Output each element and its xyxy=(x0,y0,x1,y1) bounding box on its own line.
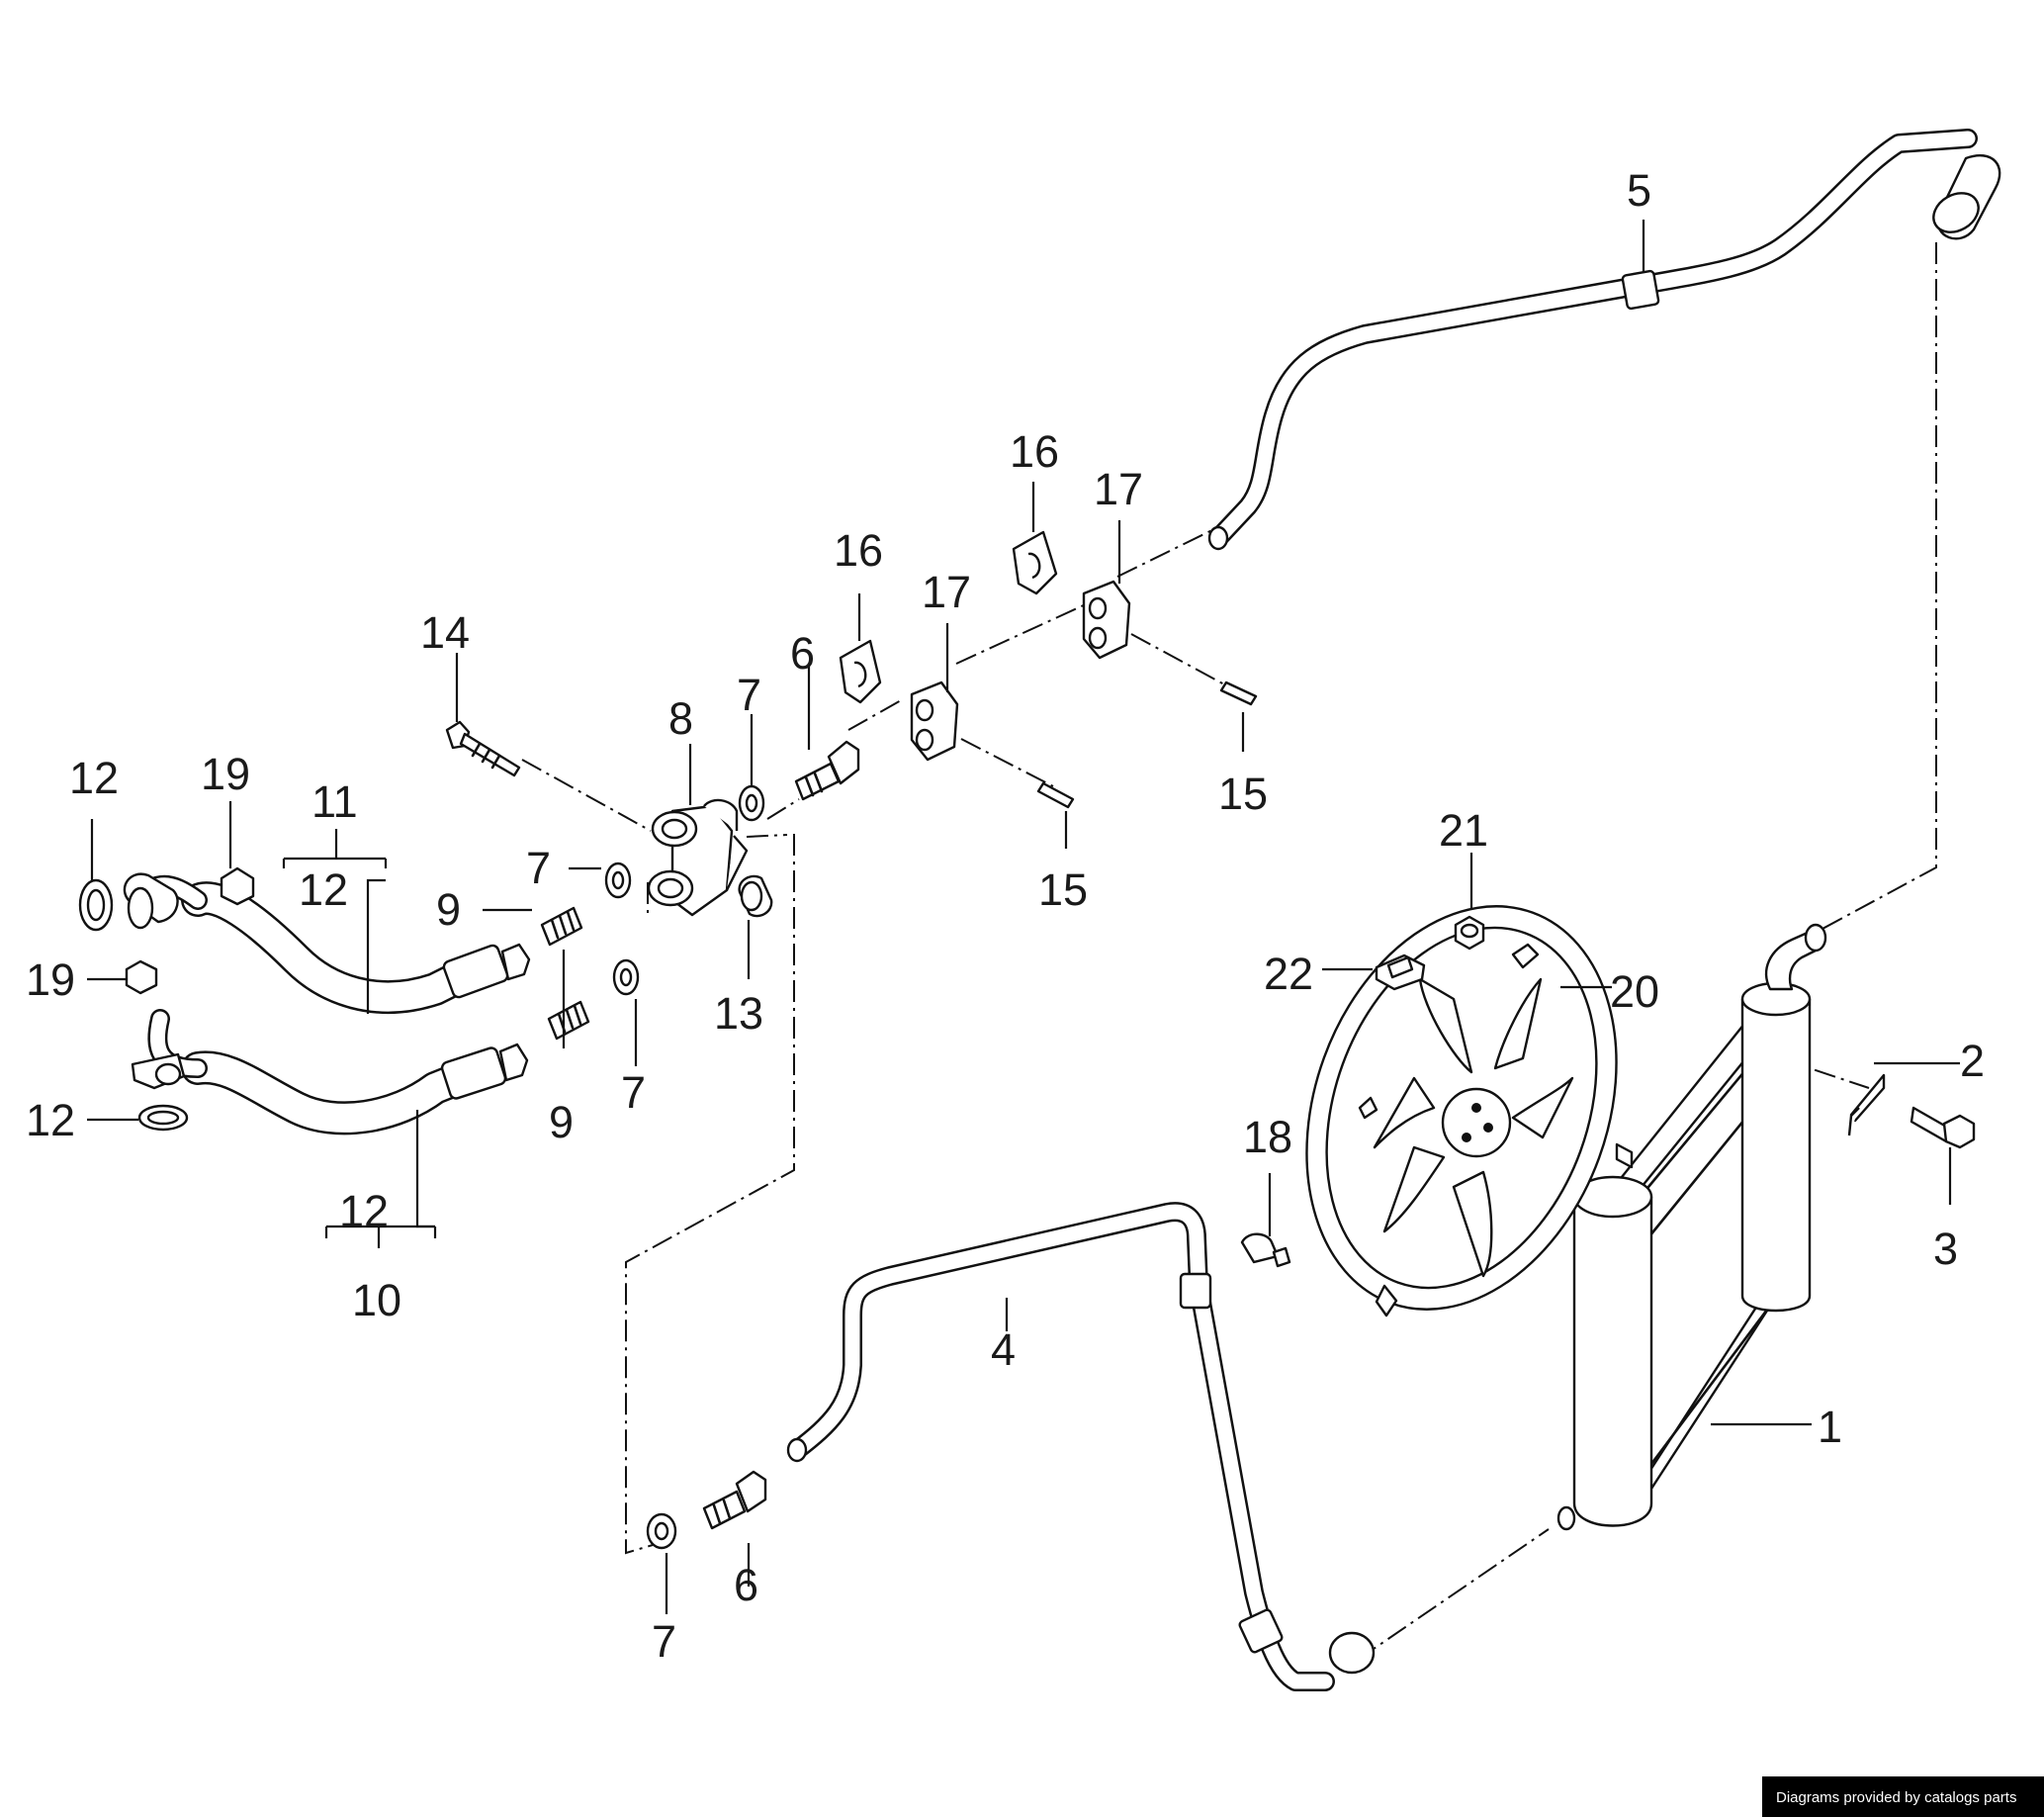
o-rings xyxy=(78,878,189,1132)
callout-7-mid: 7 xyxy=(621,1067,646,1118)
callout-11: 11 xyxy=(311,776,358,827)
leader-lines xyxy=(87,220,1960,1614)
callout-15-left: 15 xyxy=(1038,864,1088,915)
callout-9-upper: 9 xyxy=(436,884,461,935)
clip-18 xyxy=(1240,1232,1291,1268)
condenser xyxy=(1556,923,1827,1531)
callout-10: 10 xyxy=(352,1275,401,1325)
seals-7 xyxy=(604,784,765,1550)
callout-8: 8 xyxy=(668,693,693,744)
callout-4: 4 xyxy=(991,1324,1016,1375)
callout-12-bracket-lower: 12 xyxy=(339,1186,389,1236)
callout-7-bottom: 7 xyxy=(652,1616,676,1667)
callout-15-right: 15 xyxy=(1218,769,1268,819)
callout-7-left: 7 xyxy=(526,843,551,893)
cooling-fan xyxy=(1305,905,1618,1317)
credit-badge: Diagrams provided by catalogs parts xyxy=(1762,1776,2044,1817)
callout-6-lower: 6 xyxy=(734,1560,758,1610)
screw xyxy=(1910,1106,1976,1149)
callout-9-lower: 9 xyxy=(549,1097,574,1147)
callout-2: 2 xyxy=(1960,1036,1985,1086)
callout-6-upper: 6 xyxy=(790,628,815,679)
callout-14: 14 xyxy=(420,607,470,658)
callout-19-left: 19 xyxy=(26,954,75,1005)
callout-17-left: 17 xyxy=(922,567,971,617)
callout-20: 20 xyxy=(1610,966,1659,1017)
callout-16-left: 16 xyxy=(834,525,883,576)
callout-3: 3 xyxy=(1933,1224,1958,1274)
callout-21: 21 xyxy=(1439,805,1488,856)
fittings-9 xyxy=(540,906,590,1041)
nuts-19 xyxy=(125,866,255,995)
clamps xyxy=(839,530,1131,762)
bolts-15 xyxy=(1036,681,1258,809)
bolt-14 xyxy=(445,720,521,777)
alignment-lines xyxy=(521,242,1937,1661)
callout-17-right: 17 xyxy=(1094,464,1143,514)
callout-19-top: 19 xyxy=(201,749,250,799)
callout-12-topleft: 12 xyxy=(69,753,119,803)
clip-22 xyxy=(1375,954,1426,991)
credit-text: Diagrams provided by catalogs parts xyxy=(1776,1789,2016,1806)
bracket-clip xyxy=(1847,1073,1886,1136)
hose-line-upper xyxy=(123,872,531,1014)
callout-5: 5 xyxy=(1627,165,1651,216)
cap-13 xyxy=(738,874,773,918)
callout-1: 1 xyxy=(1818,1402,1842,1452)
callout-18: 18 xyxy=(1243,1112,1292,1162)
callout-7-top: 7 xyxy=(737,670,761,720)
callout-12-bracket-upper: 12 xyxy=(299,864,348,915)
ac-line-upper xyxy=(1207,129,2001,551)
nut-21 xyxy=(1454,915,1485,951)
callout-13: 13 xyxy=(714,988,763,1039)
fittings-6 xyxy=(702,740,860,1530)
callout-16-right: 16 xyxy=(1010,426,1059,477)
hose-line-lower xyxy=(131,1009,529,1136)
callout-12-bottomleft: 12 xyxy=(26,1095,75,1145)
ac-line-lower xyxy=(786,1202,1376,1691)
callout-22: 22 xyxy=(1264,949,1313,999)
callout-labels: 1 2 3 4 5 6 6 7 7 7 7 8 9 9 10 11 12 12 … xyxy=(26,165,1985,1667)
distributor-block xyxy=(647,798,749,917)
